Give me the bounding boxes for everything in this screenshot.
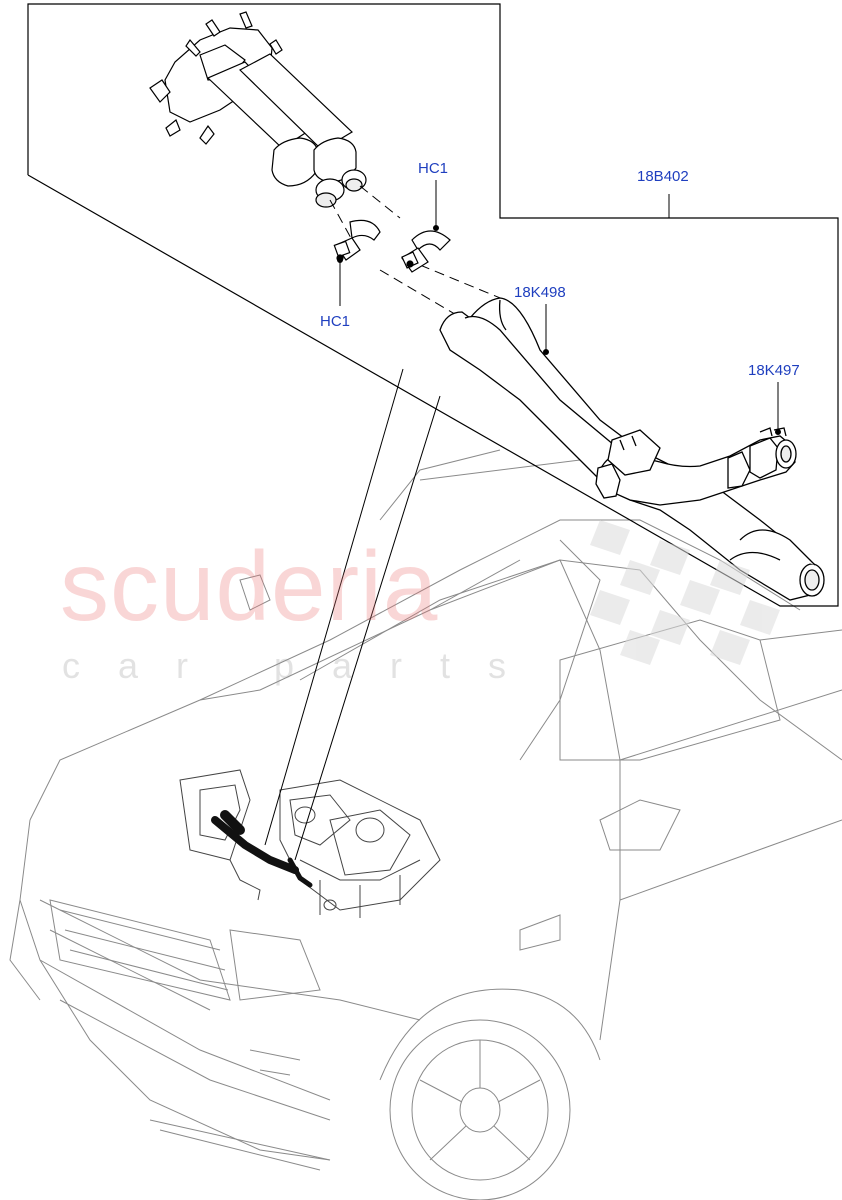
heater-hose-on-vehicle: [211, 810, 313, 888]
checkered-flag-watermark: [590, 520, 780, 665]
heater-hose-18k497: [595, 427, 797, 506]
callout-hc1-top: HC1: [418, 160, 449, 177]
callout-18k497: 18K497: [748, 362, 800, 379]
callout-18k498: 18K498: [514, 284, 566, 301]
watermark-brand: scuderia: [60, 531, 439, 641]
assembly-dashed-lines: [329, 185, 506, 321]
valve-outlet-pipes: [206, 53, 367, 208]
callout-leaders: [337, 180, 781, 435]
vehicle-outline: [9, 449, 842, 1200]
callout-18b402: 18B402: [637, 168, 689, 185]
hose-clamp-left: [333, 219, 381, 262]
zoom-lines: [264, 368, 441, 861]
watermark-tagline: car parts: [62, 645, 545, 686]
callout-hc1-left: HC1: [320, 313, 351, 330]
hose-clamp-right: [401, 230, 451, 273]
engine-bay-assembly: [179, 769, 441, 918]
